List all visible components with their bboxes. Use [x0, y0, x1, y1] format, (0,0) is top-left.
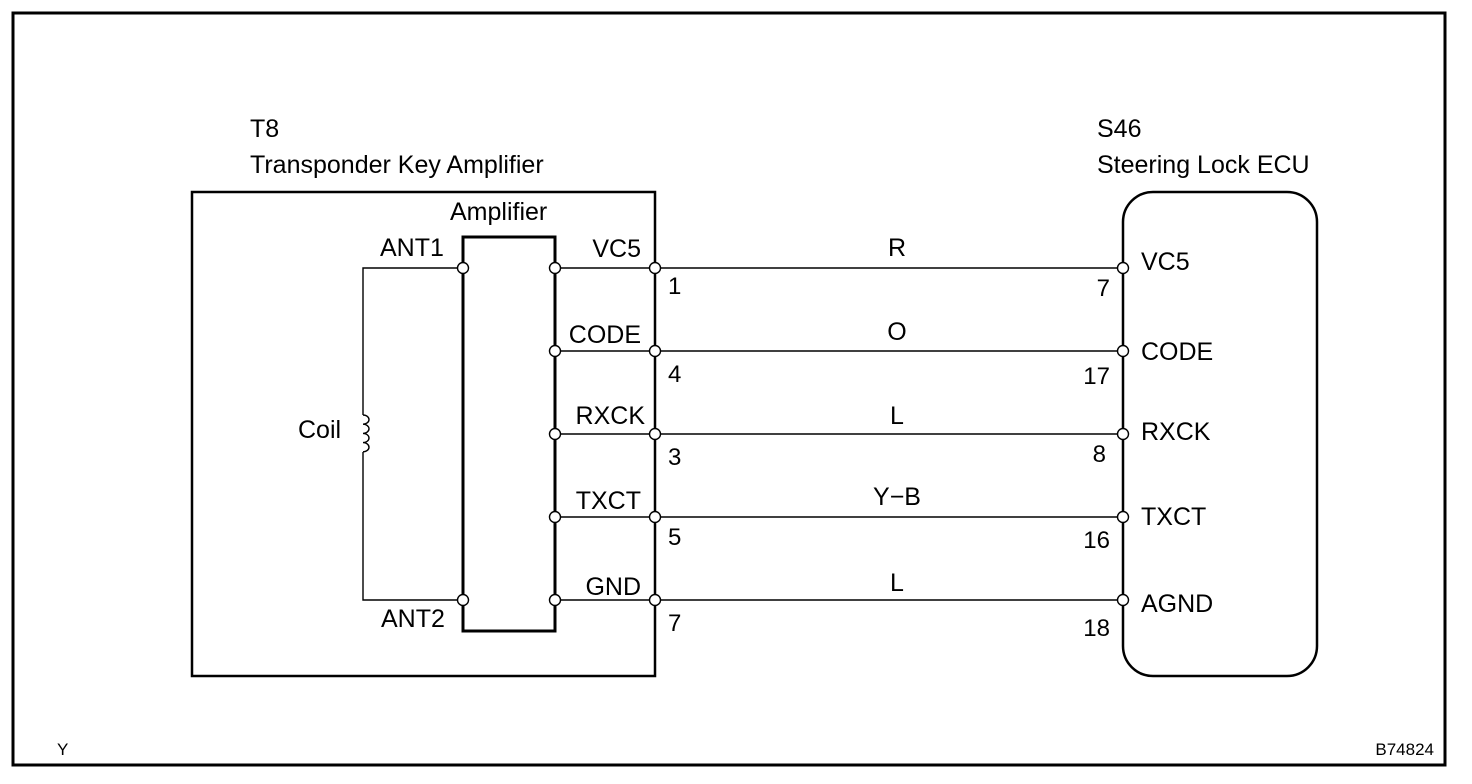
ant2-terminal	[456, 593, 470, 607]
harness-wires	[655, 267, 1123, 601]
left-component-name: Transponder Key Amplifier	[250, 151, 544, 179]
internal-wires	[555, 267, 655, 601]
amp-terminal	[548, 344, 562, 358]
right-pin-number: 18	[1083, 615, 1110, 642]
amp-terminal	[548, 510, 562, 524]
corner-code: Y	[57, 740, 68, 759]
wire-color-label: L	[890, 402, 904, 430]
right-pin-number: 17	[1083, 363, 1110, 390]
left-terminal-label: CODE	[569, 321, 641, 349]
left-terminal-label: RXCK	[576, 402, 646, 430]
right-connector-terminal	[1116, 510, 1130, 524]
wire-color-label: R	[888, 234, 906, 262]
left-terminal-label: TXCT	[576, 487, 641, 515]
ant1-label: ANT1	[380, 234, 444, 262]
right-component-name: Steering Lock ECU	[1097, 151, 1310, 179]
right-component-id: S46	[1097, 115, 1141, 143]
left-connector-terminal	[648, 261, 662, 275]
left-pin-number: 3	[668, 444, 681, 471]
left-connector-terminal	[648, 344, 662, 358]
right-connector-terminal	[1116, 427, 1130, 441]
amplifier-block	[461, 235, 557, 633]
amp-terminal	[548, 427, 562, 441]
left-pin-number: 7	[668, 610, 681, 637]
right-terminal-label: TXCT	[1141, 503, 1206, 531]
terminals	[548, 261, 1130, 607]
right-terminal-label: VC5	[1141, 248, 1190, 276]
left-component-id: T8	[250, 115, 279, 143]
left-connector-terminal	[648, 427, 662, 441]
left-pin-number: 1	[668, 273, 681, 300]
right-terminal-label: RXCK	[1141, 418, 1211, 446]
left-terminal-label: VC5	[592, 235, 641, 263]
left-terminal-label: GND	[585, 573, 641, 601]
wire-color-label: Y−B	[873, 483, 921, 511]
coil-icon	[362, 414, 370, 453]
wire-color-label: O	[887, 318, 906, 346]
left-pin-number: 5	[668, 524, 681, 551]
wire-color-label: L	[890, 569, 904, 597]
amplifier-label: Amplifier	[450, 198, 547, 226]
right-connector-terminal	[1116, 344, 1130, 358]
right-terminal-label: AGND	[1141, 590, 1213, 618]
diagram-frame	[11, 11, 1447, 767]
right-pin-number: 16	[1083, 527, 1110, 554]
coil-label: Coil	[298, 416, 341, 444]
left-pin-number: 4	[668, 361, 681, 388]
amp-terminal	[548, 261, 562, 275]
left-connector-terminal	[648, 510, 662, 524]
right-pin-number: 8	[1093, 441, 1106, 468]
right-connector-terminal	[1116, 261, 1130, 275]
right-connector-terminal	[1116, 593, 1130, 607]
coil-circuit	[362, 267, 463, 601]
right-pin-number: 7	[1097, 275, 1110, 302]
figure-id: B74824	[1375, 740, 1434, 759]
ant2-label: ANT2	[381, 605, 445, 633]
amp-terminal	[548, 593, 562, 607]
ant1-terminal	[456, 261, 470, 275]
right-terminal-label: CODE	[1141, 338, 1213, 366]
left-connector-terminal	[648, 593, 662, 607]
